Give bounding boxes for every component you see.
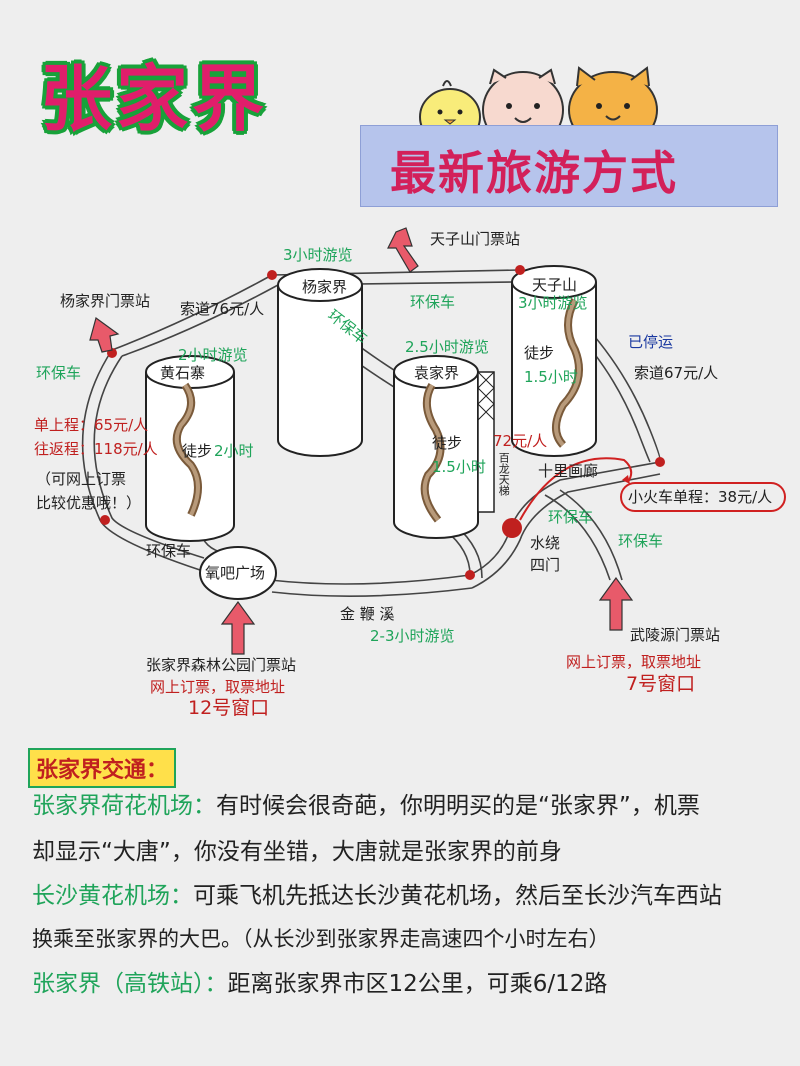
train-price-label: 小火车单程：38元/人 bbox=[628, 488, 773, 506]
shili-gallery-label: 十里画廊 bbox=[538, 462, 599, 480]
jinbianxi-label: 金 鞭 溪 bbox=[340, 605, 395, 623]
chick-icon bbox=[419, 80, 481, 134]
zhangjiajie-gate-label: 张家界森林公园门票站 bbox=[146, 656, 297, 674]
eco-bus-right2-label: 环保车 bbox=[618, 532, 664, 550]
online-hint-line2: 比较优惠哦！） bbox=[36, 494, 142, 512]
hehua-airport-line1: 张家界荷花机场：有时候会很奇葩，你明明买的是“张家界”，机票 bbox=[32, 792, 700, 822]
tour-3h-label: 3小时游览 bbox=[283, 246, 353, 264]
tour-3h-tianzishan-label: 3小时游览 bbox=[518, 294, 588, 312]
cableway-67-label: 索道67元/人 bbox=[634, 364, 719, 382]
poster-title: 张家界 bbox=[40, 57, 269, 141]
window-12-label: 12号窗口 bbox=[188, 697, 270, 719]
hsr-station-text: 距离张家界市区12公里，可乘6/12路 bbox=[227, 971, 608, 997]
tour-2-5h-label: 2.5小时游览 bbox=[405, 338, 489, 356]
hehua-airport-label: 张家界荷花机场： bbox=[32, 793, 216, 819]
hike-yuanjiajie-label: 徒步 bbox=[432, 434, 463, 452]
hike-time-tianzishan-label: 1.5小时 bbox=[524, 368, 578, 386]
transport-heading: 张家界交通： bbox=[28, 748, 177, 788]
yangjiajie-gate-label: 杨家界门票站 bbox=[60, 292, 151, 310]
poster-subtitle: 最新旅游方式 bbox=[390, 146, 678, 200]
online-ticket-left-label: 网上订票，取票地址 bbox=[150, 678, 286, 696]
elevator-price-label: 72元/人 bbox=[493, 432, 548, 450]
yangjiajie-label: 杨家界 bbox=[302, 278, 348, 296]
oxygen-plaza-label: 氧吧广场 bbox=[205, 564, 266, 582]
wulingyuan-gate-label: 武陵源门票站 bbox=[630, 626, 721, 644]
arrow-zhangjiajie-icon bbox=[220, 600, 256, 655]
arrow-wulingyuan-icon bbox=[598, 576, 634, 631]
changsha-airport-label: 长沙黄花机场： bbox=[32, 883, 193, 909]
hsr-station-label: 张家界（高铁站）： bbox=[32, 971, 228, 997]
changsha-airport-line1: 长沙黄花机场：可乘飞机先抵达长沙黄花机场，然后至长沙汽车西站 bbox=[32, 882, 722, 912]
eco-bus-right1-label: 环保车 bbox=[548, 508, 594, 526]
route-map bbox=[81, 227, 665, 655]
changsha-airport-line2: 换乘至张家界的大巴。（从长沙到张家界走高速四个小时左右） bbox=[32, 927, 610, 951]
eco-bus-left-label: 环保车 bbox=[36, 364, 82, 382]
cableway-76-label: 索道76元/人 bbox=[180, 300, 265, 318]
subtitle-banner bbox=[360, 125, 778, 207]
online-hint-line1: （可网上订票 bbox=[36, 470, 127, 488]
bailong-elevator-icon bbox=[477, 371, 495, 513]
yuanjiajie-label: 袁家界 bbox=[414, 364, 460, 382]
mascots-illustration bbox=[419, 66, 658, 134]
tianzishan-label: 天子山 bbox=[532, 276, 578, 294]
single-trip-price-label: 单上程：65元/人 bbox=[34, 416, 149, 434]
train-price-box bbox=[620, 482, 786, 512]
arrow-yangjiajie-icon bbox=[89, 317, 120, 353]
tianzishan-tower bbox=[511, 265, 597, 457]
online-ticket-right-label: 网上订票，取票地址 bbox=[566, 653, 702, 671]
eco-bus-top-label: 环保车 bbox=[410, 293, 456, 311]
hike-tianzishan-label: 徒步 bbox=[524, 344, 555, 362]
yuanjiajie-tower bbox=[393, 355, 479, 539]
round-trip-price-label: 往返程：118元/人 bbox=[34, 440, 158, 458]
tour-2h-label: 2小时游览 bbox=[178, 346, 248, 364]
train-route-icon bbox=[519, 457, 633, 521]
bailong-elevator-label: 百龙天梯 bbox=[497, 452, 511, 496]
hehua-airport-line2: 却显示“大唐”，你没有坐错，大唐就是张家界的前身 bbox=[32, 839, 562, 865]
shuirao-label: 水绕 bbox=[530, 534, 561, 552]
tour-2-3h-label: 2-3小时游览 bbox=[370, 627, 455, 645]
hike-huangshizhai-label: 徒步 bbox=[182, 442, 213, 460]
window-7-label: 7号窗口 bbox=[626, 673, 696, 695]
suspended-label: 已停运 bbox=[628, 333, 674, 351]
train-arrowhead-icon bbox=[622, 475, 630, 484]
hike-time-yuanjiajie-label: 1.5小时 bbox=[432, 458, 486, 476]
hike-time-huangshizhai-label: 2小时 bbox=[214, 442, 254, 460]
eco-bus-bottom-label: 环保车 bbox=[146, 542, 192, 560]
pig-icon bbox=[482, 68, 564, 134]
oxygen-plaza-marker bbox=[199, 546, 277, 600]
hsr-station-line: 张家界（高铁站）：距离张家界市区12公里，可乘6/12路 bbox=[32, 970, 607, 1000]
hehua-airport-text1: 有时候会很奇葩，你明明买的是“张家界”，机票 bbox=[216, 793, 700, 819]
yangjiajie-tower bbox=[277, 268, 363, 457]
huangshizhai-tower bbox=[145, 355, 235, 542]
cat-icon bbox=[568, 66, 658, 134]
tianzishan-gate-label: 天子山门票站 bbox=[430, 230, 521, 248]
huangshizhai-label: 黄石寨 bbox=[160, 364, 206, 382]
changsha-airport-text1: 可乘飞机先抵达长沙黄花机场，然后至长沙汽车西站 bbox=[193, 883, 722, 909]
arrow-tianzishan-icon bbox=[387, 227, 419, 273]
simen-label: 四门 bbox=[530, 556, 561, 574]
